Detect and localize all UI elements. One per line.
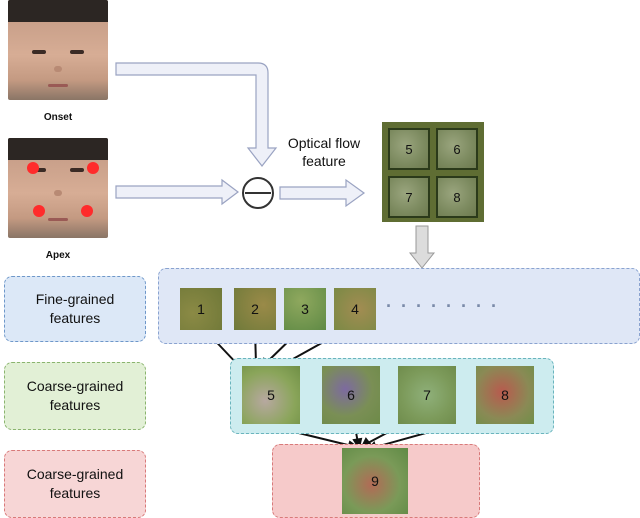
fine-patch: 4 — [334, 288, 376, 330]
coarse-patch: 6 — [322, 366, 380, 424]
apex-face-image — [8, 138, 108, 238]
onset-arrow — [115, 62, 278, 167]
to-flow-arrow — [279, 178, 366, 208]
fine-grained-text: Fine-grained features — [35, 291, 115, 326]
flow-tile: 7 — [388, 176, 430, 218]
optical-flow-grid: 5 6 7 8 — [382, 122, 484, 222]
coarse-patch: 8 — [476, 366, 534, 424]
landmark-dot — [81, 205, 93, 217]
landmark-dot — [87, 162, 99, 174]
fine-grained-label: Fine-grained features — [4, 276, 146, 342]
apex-caption: Apex — [45, 250, 71, 261]
landmark-dot — [33, 205, 45, 217]
final-patch: 9 — [342, 448, 408, 514]
fine-patch: 3 — [284, 288, 326, 330]
coarse-grained-text-2: Coarse-grained features — [26, 466, 124, 501]
flow-tile: 6 — [436, 128, 478, 170]
coarse-grained-label-1: Coarse-grained features — [4, 362, 146, 430]
coarse-grained-text-1: Coarse-grained features — [26, 378, 124, 413]
flow-tile: 5 — [388, 128, 430, 170]
landmark-dot — [27, 162, 39, 174]
coarse-patch: 7 — [398, 366, 456, 424]
onset-face-image — [8, 0, 108, 100]
onset-caption: Onset — [43, 112, 73, 123]
apex-arrow — [115, 178, 239, 206]
fine-ellipsis: · · · · · · · · — [386, 296, 499, 316]
fine-patch: 2 — [234, 288, 276, 330]
coarse-patch: 5 — [242, 366, 300, 424]
fine-patch: 1 — [180, 288, 222, 330]
flow-tile: 8 — [436, 176, 478, 218]
optical-flow-label: Optical flow feature — [287, 135, 361, 170]
coarse-grained-label-2: Coarse-grained features — [4, 450, 146, 518]
down-arrow — [408, 225, 436, 269]
